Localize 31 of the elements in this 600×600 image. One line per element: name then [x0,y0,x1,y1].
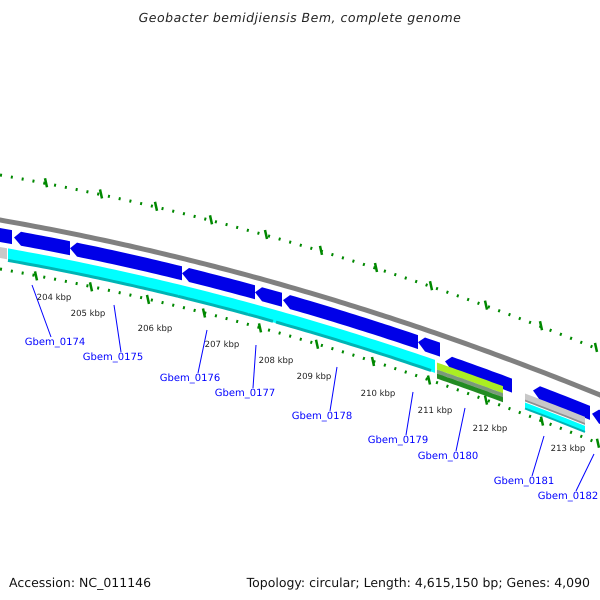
gene-label: Gbem_0175 [82,352,144,363]
leader-line [532,436,544,476]
scale-label: 210 kbp [360,389,396,399]
scale-label: 206 kbp [138,324,172,334]
leader-line [330,366,338,412]
gene-label: Gbem_0177 [214,388,276,399]
gene-label: Gbem_0178 [290,411,354,422]
gene-label: Gbem_0174 [24,337,86,348]
map-title: Geobacter bemidjiensis Bem, complete genome [138,10,462,25]
gene-label: Gbem_0179 [366,435,430,446]
gene-label: Gbem_0180 [416,451,480,462]
gene-label: Gbem_0182 [536,491,600,502]
leader-line [252,344,256,388]
leader-line [406,392,414,436]
scale-label: 209 kbp [296,372,332,382]
gene-label: Gbem_0181 [492,476,556,487]
leader-line [576,454,594,492]
leader-line [198,330,208,374]
scale-label: 204 kbp [36,293,72,303]
genome-stats-text: Topology: circular; Length: 4,615,150 bp; Genes: 4,090 [246,575,590,590]
leader-line [32,284,52,338]
scale-label: 211 kbp [418,406,452,416]
scale-label: 212 kbp [472,424,508,434]
scale-label: 207 kbp [204,340,240,350]
gene-label: Gbem_0176 [158,373,222,384]
accession-text: Accession: NC_011146 [9,575,152,590]
scale-label: 213 kbp [550,444,586,454]
scale-label: 208 kbp [258,356,294,366]
scale-label: 205 kbp [70,309,106,319]
leader-line [114,304,122,352]
leader-line [456,408,466,452]
